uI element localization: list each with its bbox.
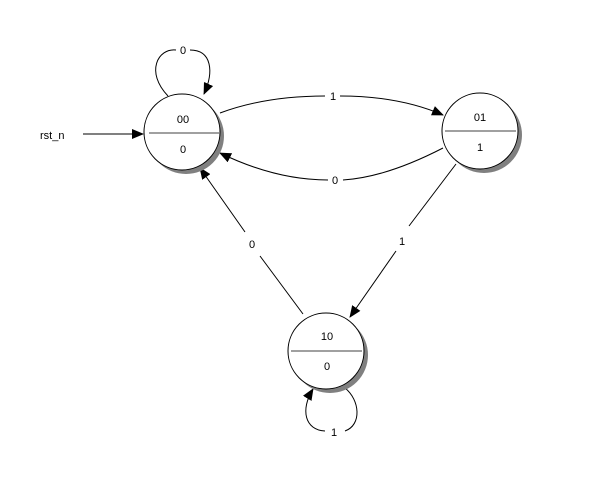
state-01[interactable]: 01 1 — [441, 92, 522, 173]
transition-label: 0 — [249, 239, 255, 251]
state-output: 0 — [180, 144, 186, 156]
transition-10-00: 0 — [200, 168, 304, 315]
transition-10-10: 1 — [306, 388, 358, 439]
transition-01-00: 0 — [220, 148, 444, 187]
state-10[interactable]: 10 0 — [287, 312, 368, 393]
transition-label: 1 — [399, 236, 405, 248]
transition-label: 1 — [330, 91, 336, 103]
state-name: 00 — [177, 114, 189, 126]
state-output: 1 — [477, 142, 483, 154]
transition-label: 1 — [331, 427, 337, 439]
reset-label: rst_n — [40, 130, 64, 142]
state-00[interactable]: 00 0 — [143, 93, 224, 174]
transition-label: 0 — [180, 45, 186, 57]
transition-01-10: 1 — [350, 163, 457, 317]
state-name: 10 — [321, 331, 333, 343]
transition-00-01: 1 — [219, 91, 443, 115]
transition-00-00: 0 — [155, 45, 210, 96]
transition-label: 0 — [332, 175, 338, 187]
state-output: 0 — [324, 361, 330, 373]
state-name: 01 — [474, 112, 486, 124]
